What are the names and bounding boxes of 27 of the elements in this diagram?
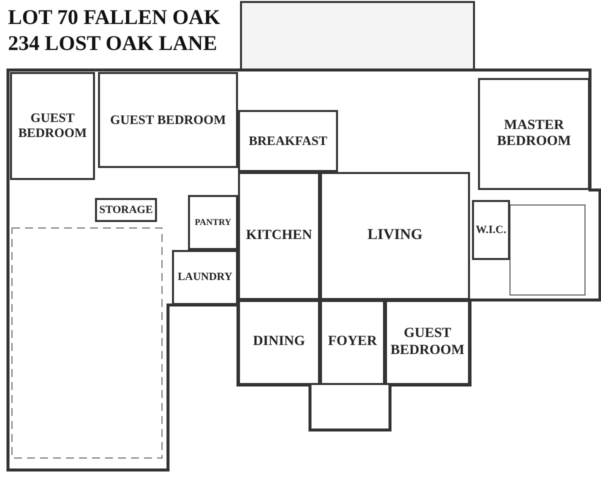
- room-label: KITCHEN: [246, 228, 312, 244]
- room-label: LIVING: [367, 227, 422, 245]
- room: [10, 72, 95, 180]
- room: [472, 200, 510, 260]
- room-label: FOYER: [328, 334, 377, 351]
- room-label: GUEST BEDROOM: [17, 111, 88, 141]
- room-label: STORAGE: [99, 204, 153, 216]
- room-label: GUEST BEDROOM: [390, 326, 466, 359]
- room-label: DINING: [252, 334, 306, 351]
- room: [172, 250, 238, 305]
- room-label: W.I.C.: [476, 224, 506, 236]
- room: [320, 300, 385, 385]
- room: [95, 198, 157, 222]
- room-label: LAUNDRY: [178, 271, 232, 284]
- room: [238, 300, 320, 385]
- room: [320, 172, 470, 300]
- room: [478, 78, 590, 190]
- room: [98, 72, 238, 168]
- room-label: PANTRY: [194, 217, 232, 228]
- room: [188, 195, 238, 250]
- room-label: MASTER BEDROOM: [496, 118, 572, 150]
- plan-title: LOT 70 FALLEN OAK 234 LOST OAK LANE: [8, 4, 222, 56]
- room-label: BREAKFAST: [248, 134, 328, 148]
- room: [385, 300, 470, 385]
- room: [238, 172, 320, 300]
- room-label: GUEST BEDROOM: [110, 112, 226, 128]
- room: [238, 110, 338, 172]
